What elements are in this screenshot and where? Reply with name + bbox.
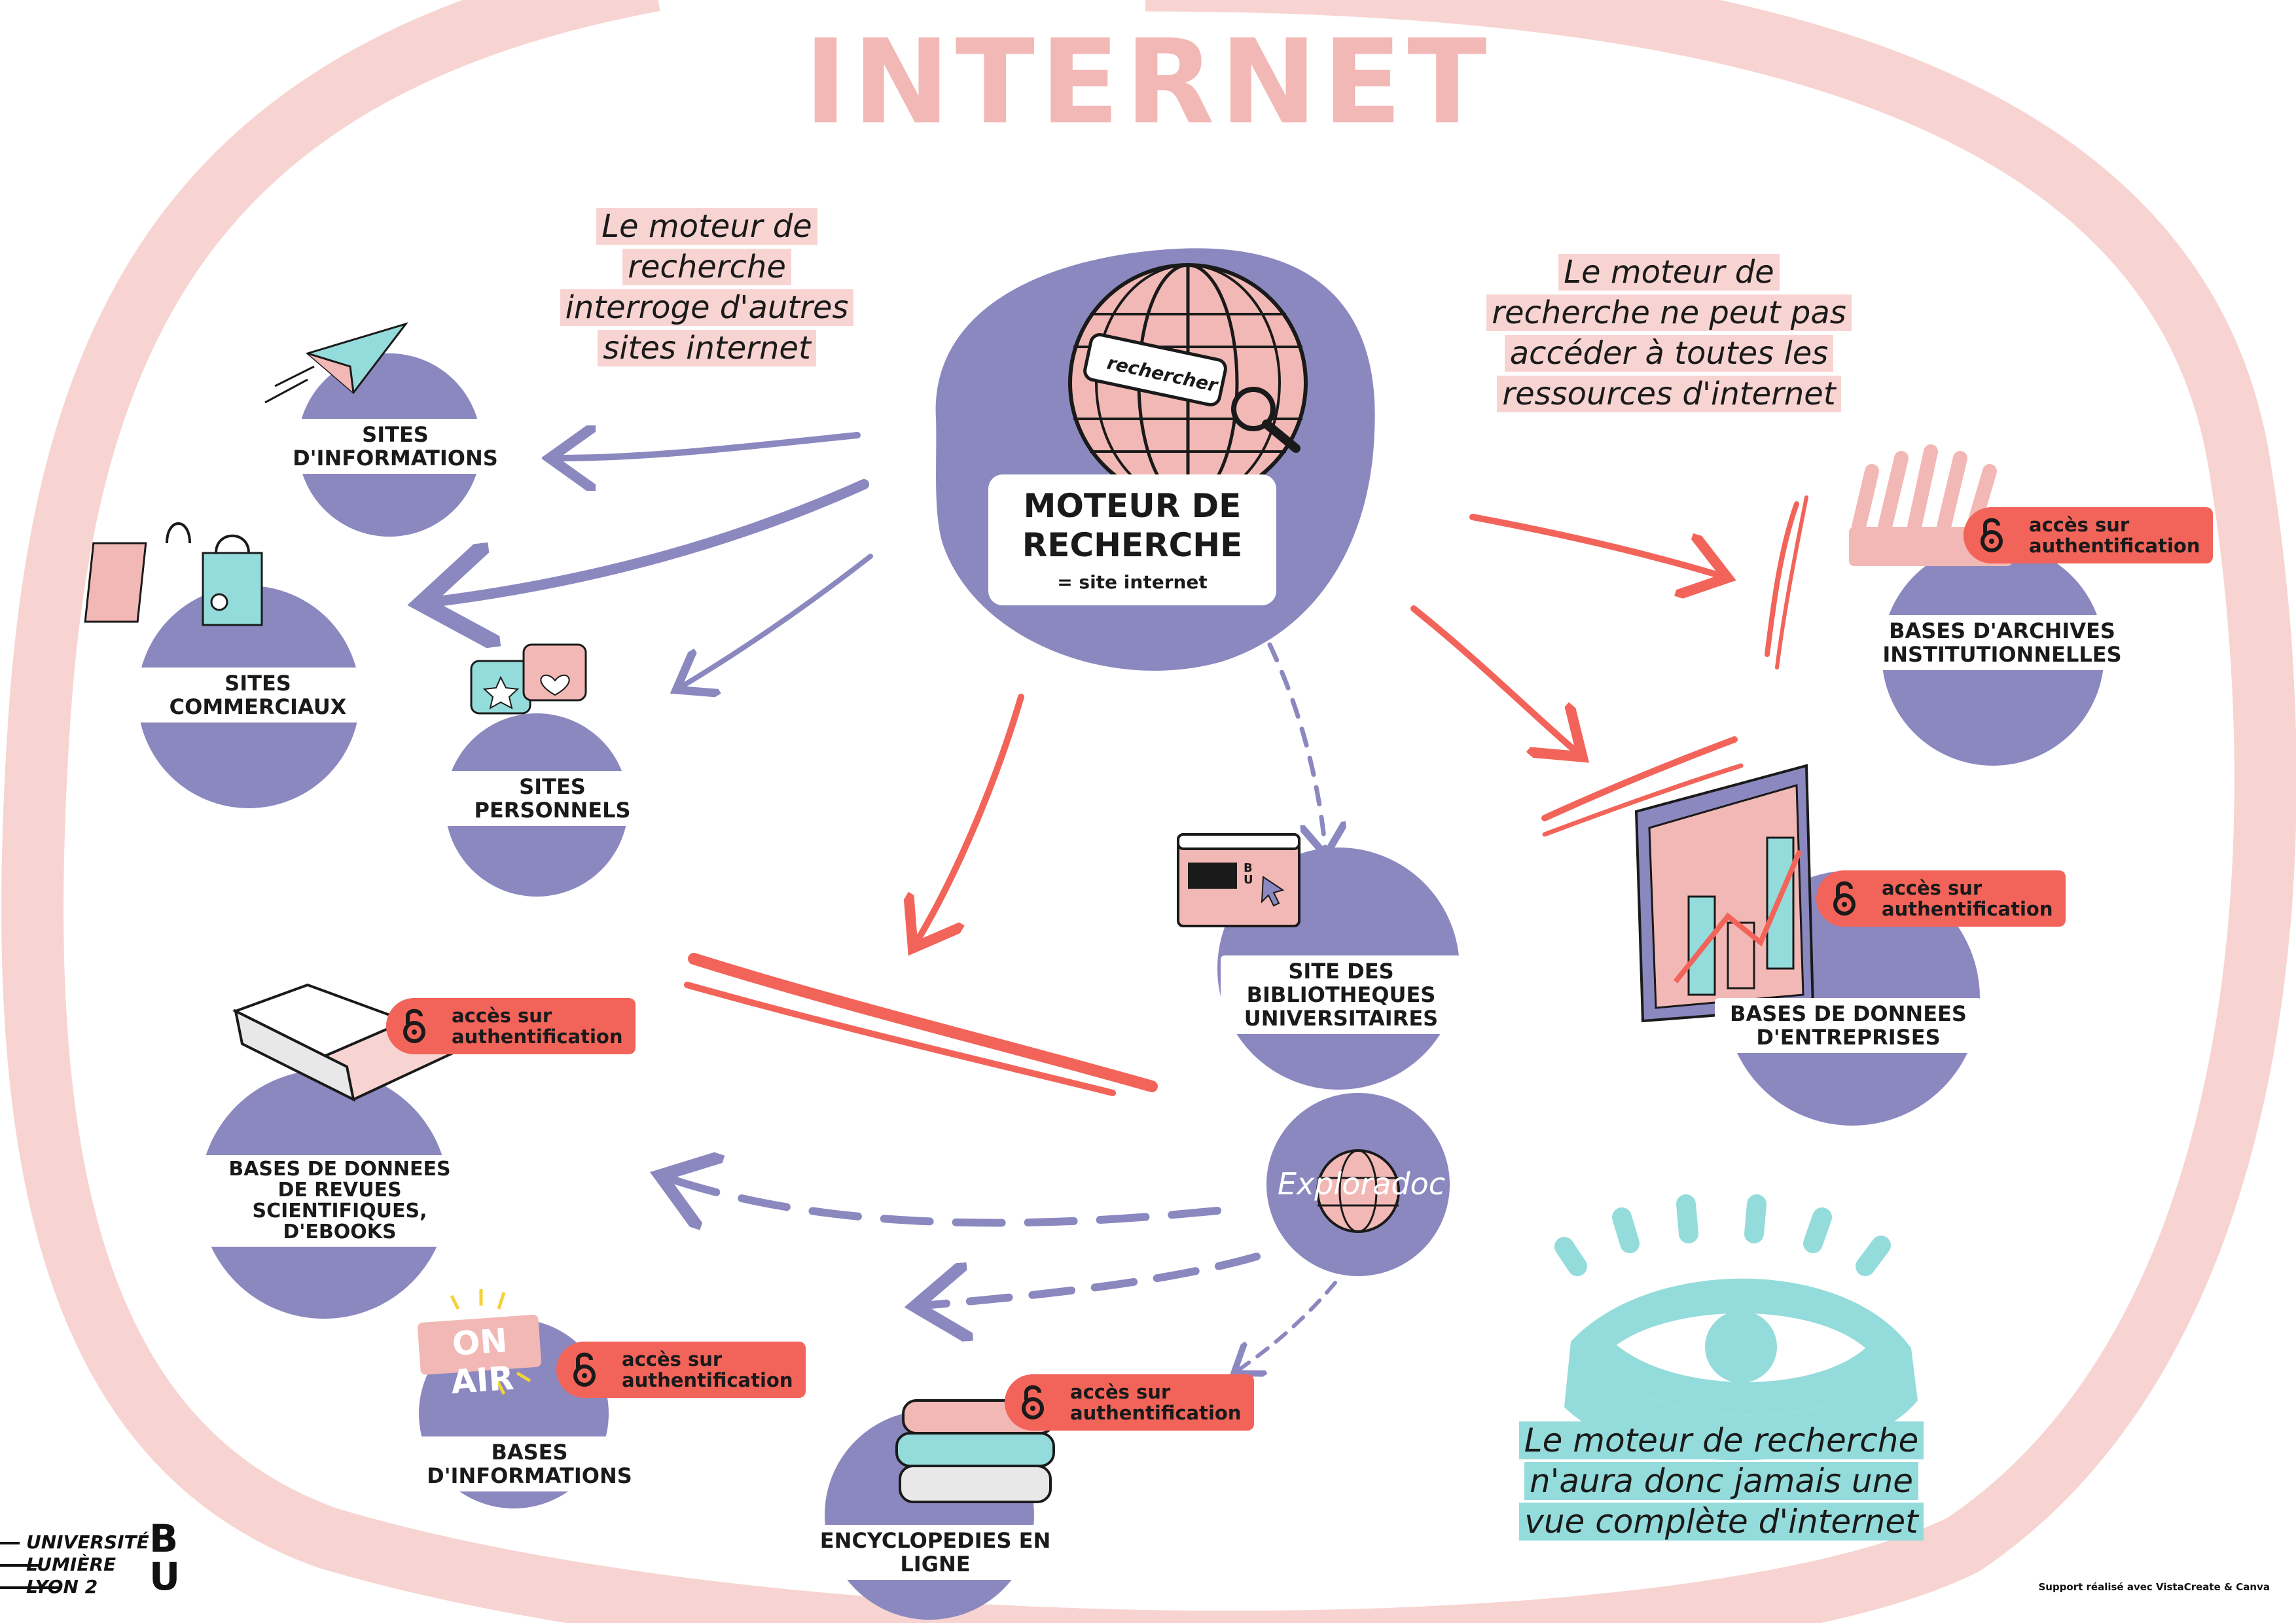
auth-badge-entreprises: accès sur authentification (1816, 870, 2066, 927)
university-logo-text: UNIVERSITÉ LUMIÈRE LYON 2 (26, 1531, 149, 1597)
annotation-queries-text: Le moteur de recherche interroge d'autre… (560, 208, 854, 366)
auth-badge-archives: accès sur authentification (1964, 507, 2214, 563)
mini-browser-icon (1177, 833, 1300, 927)
arrow-to-sites-personnels (681, 554, 873, 687)
search-engine-title: MOTEUR DE RECHERCHE (1022, 487, 1243, 564)
auth-badge-revues-text: accès sur authentification (452, 1005, 623, 1048)
open-access-lock-icon (386, 998, 442, 1054)
arrow-explorador-to-revues (668, 1178, 1221, 1222)
label-bases-archives: BASES D'ARCHIVES INSTITUTIONNELLES (1869, 615, 2136, 670)
label-site-bu: SITE DES BIBLIOTHEQUES UNIVERSITAIRES (1221, 955, 1462, 1034)
explorador-globe-icon (1316, 1149, 1400, 1233)
auth-badge-entreprises-text: accès sur authentification (1882, 877, 2053, 920)
label-sites-info: SITES D'INFORMATIONS (249, 419, 542, 474)
annotation-cannot-access: Le moteur de recherche ne peut pas accéd… (1486, 252, 1852, 414)
shopping-bags-icon (84, 522, 263, 626)
auth-badge-informations: accès sur authentification (556, 1342, 806, 1398)
search-engine-card: MOTEUR DE RECHERCHE = site internet (988, 474, 1276, 605)
arrow-explorador-to-infos (923, 1253, 1261, 1306)
label-sites-commerciaux: SITES COMMERCIAUX (124, 668, 391, 722)
arrow-to-bases-revues-blocked (916, 694, 1024, 942)
barrier-left (684, 953, 1158, 1096)
arrow-to-entreprises-blocked (1410, 605, 1577, 753)
page-title: INTERNET (804, 14, 1492, 150)
label-encyclopedies: ENCYCLOPEDIES EN LIGNE (776, 1525, 1095, 1580)
chat-bubbles-icon (470, 643, 587, 715)
on-air-label: ON AIR (450, 1321, 515, 1402)
annotation-conclusion: Le moteur de recherche n'aura donc jamai… (1518, 1420, 1924, 1542)
arrow-explorador-to-encyclo (1237, 1281, 1337, 1371)
open-access-lock-icon (556, 1342, 613, 1398)
label-sites-personnels: SITES PERSONNELS (435, 771, 670, 826)
auth-badge-revues: accès sur authentification (386, 998, 636, 1054)
globe-icon (1068, 263, 1308, 503)
label-bases-revues: BASES DE DONNEES DE REVUES SCIENTIFIQUES… (187, 1155, 493, 1247)
open-access-lock-icon (1964, 507, 2020, 563)
bu-logo: BU (149, 1516, 181, 1599)
open-access-lock-icon (1005, 1374, 1061, 1431)
arrow-to-site-bu (1267, 642, 1325, 851)
open-book-icon (232, 983, 454, 1102)
paper-plane-icon (264, 322, 408, 404)
magnifier-icon (1231, 387, 1300, 453)
open-access-lock-icon (1816, 870, 1873, 927)
arrow-to-sites-commerciaux (432, 479, 869, 602)
bar-chart-icon (1634, 764, 1815, 1023)
barrier-entreprises (1541, 736, 1744, 837)
label-explorador: Exploradoc (1277, 1166, 1446, 1202)
mini-browser-bu: BU (1244, 861, 1253, 887)
barrier-archives (1765, 495, 1808, 669)
label-bases-entreprises: BASES DE DONNEES D'ENTREPRISES (1715, 998, 1982, 1053)
auth-badge-encyclopedies: accès sur authentification (1005, 1374, 1255, 1431)
auth-badge-informations-text: accès sur authentification (622, 1348, 793, 1391)
annotation-conclusion-text: Le moteur de recherche n'aura donc jamai… (1518, 1421, 1924, 1541)
on-air-icon (417, 1289, 542, 1395)
arrow-to-archives-blocked (1469, 514, 1721, 576)
label-bases-informations: BASES D'INFORMATIONS (380, 1436, 679, 1491)
auth-badge-encyclopedies-text: accès sur authentification (1070, 1381, 1242, 1424)
auth-badge-archives-text: accès sur authentification (2029, 514, 2200, 557)
arrow-to-sites-info (556, 435, 861, 458)
logo-lines (0, 1542, 59, 1589)
annotation-queries: Le moteur de recherche interroge d'autre… (550, 206, 864, 368)
annotation-cannot-access-text: Le moteur de recherche ne peut pas accéd… (1486, 254, 1852, 412)
search-engine-subtitle: = site internet (1057, 571, 1208, 593)
credit-text: Support réalisé avec VistaCreate & Canva (2038, 1581, 2270, 1593)
